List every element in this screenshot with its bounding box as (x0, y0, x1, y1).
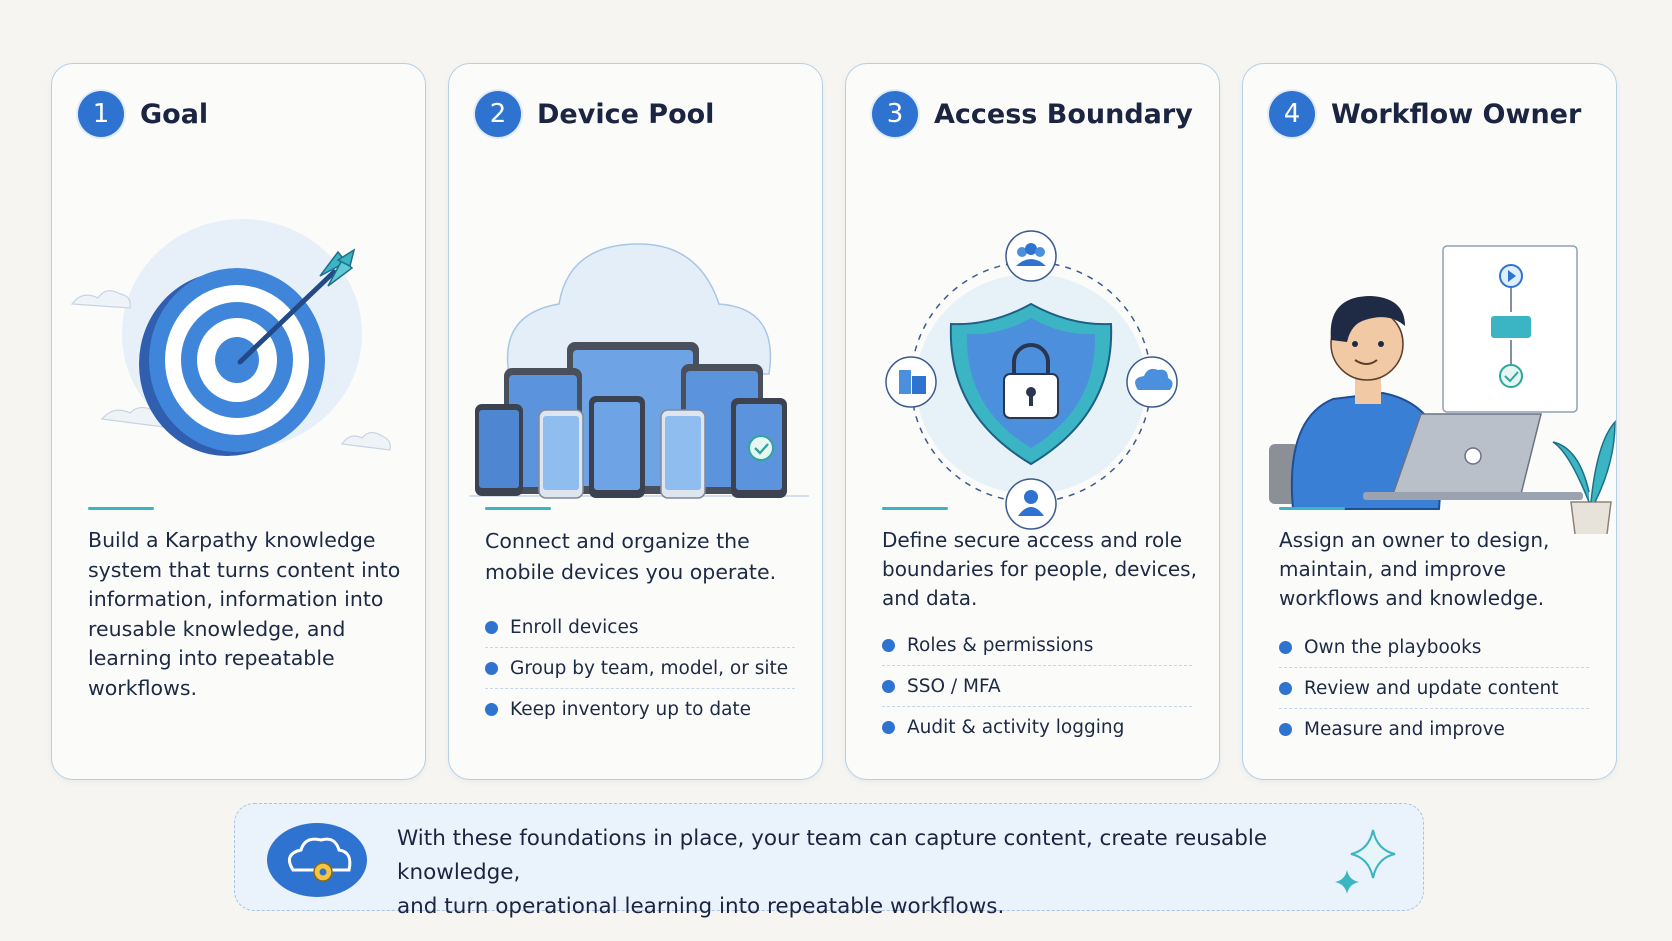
summary-banner: With these foundations in place, your te… (234, 803, 1424, 919)
list-item: Review and update content (1279, 668, 1589, 709)
list-item: SSO / MFA (882, 666, 1192, 707)
banner-line-1: With these foundations in place, your te… (397, 826, 1268, 885)
bullet-list: Roles & permissions SSO / MFA Audit & ac… (882, 625, 1192, 748)
accent-rule (1279, 507, 1345, 510)
banner-text: With these foundations in place, your te… (397, 822, 1347, 924)
card-description: Assign an owner to design, maintain, and… (1279, 528, 1550, 610)
bullet-list: Enroll devices Group by team, model, or … (485, 607, 795, 730)
list-item: Own the playbooks (1279, 627, 1589, 668)
cloud-gear-icon (267, 823, 367, 897)
bullet-dot (882, 639, 895, 652)
list-item: Enroll devices (485, 607, 795, 648)
card-workflow-owner: 4 Workflow Owner Assign an owner to desi… (1242, 63, 1617, 780)
step-number-badge: 3 (872, 91, 918, 137)
list-item: Keep inventory up to date (485, 689, 795, 730)
list-item: Measure and improve (1279, 709, 1589, 750)
card-header: 4 Workflow Owner (1269, 91, 1581, 137)
card-device-pool: 2 Device Pool Connect and organize the m… (448, 63, 823, 780)
bullet-dot (1279, 723, 1292, 736)
list-item: Roles & permissions (882, 625, 1192, 666)
shield-lock-icon (885, 230, 1178, 530)
accent-rule (485, 507, 551, 510)
card-title: Device Pool (537, 98, 715, 130)
accent-rule (882, 507, 948, 510)
step-number-badge: 4 (1269, 91, 1315, 137)
card-description: Build a Karpathy knowledge system that t… (88, 528, 401, 700)
accent-rule (88, 507, 154, 510)
step-number-badge: 2 (475, 91, 521, 137)
card-header: 3 Access Boundary (872, 91, 1193, 137)
card-title: Workflow Owner (1331, 98, 1582, 130)
card-description: Define secure access and role boundaries… (882, 528, 1197, 610)
card-title: Access Boundary (934, 98, 1193, 130)
step-number-badge: 1 (78, 91, 124, 137)
card-goal: 1 Goal Build a Karpathy knowledge system… (51, 63, 426, 780)
bullet-dot (1279, 641, 1292, 654)
target-with-arrow-icon (70, 219, 391, 456)
cloud-with-devices-icon (469, 243, 809, 499)
card-header: 2 Device Pool (475, 91, 714, 137)
card-title: Goal (140, 98, 209, 130)
bullet-dot (882, 721, 895, 734)
bullet-dot (882, 680, 895, 693)
sparkle-icon (1335, 829, 1396, 894)
banner-line-2: and turn operational learning into repea… (397, 894, 1005, 919)
bullet-dot (485, 662, 498, 675)
card-header: 1 Goal (78, 91, 208, 137)
bullet-dot (485, 621, 498, 634)
bullet-dot (1279, 682, 1292, 695)
bullet-dot (485, 703, 498, 716)
card-access-boundary: 3 Access Boundary Define secure access a… (845, 63, 1220, 780)
list-item: Audit & activity logging (882, 707, 1192, 748)
card-description: Connect and organize the mobile devices … (485, 529, 777, 584)
person-at-laptop-icon (1269, 245, 1616, 534)
list-item: Group by team, model, or site (485, 648, 795, 689)
bullet-list: Own the playbooks Review and update cont… (1279, 627, 1589, 750)
